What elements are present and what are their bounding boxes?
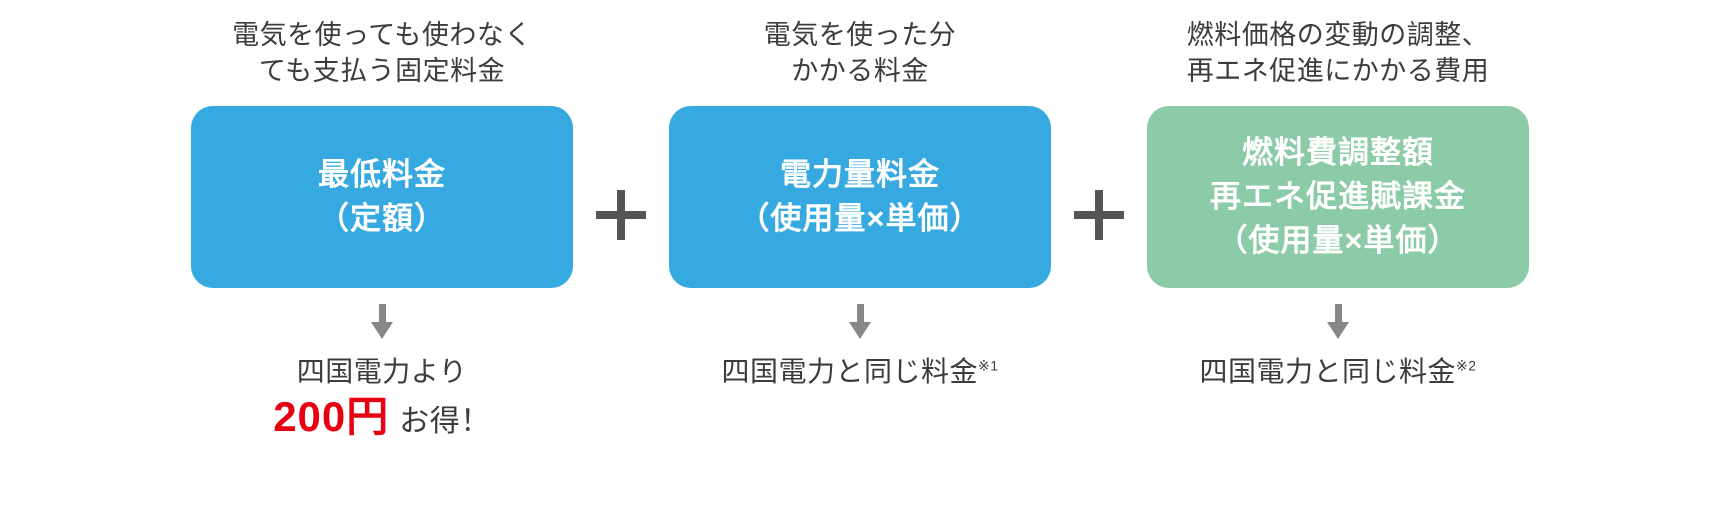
down-arrow-icon-2	[849, 304, 871, 340]
column-3-footnote-line: 四国電力と同じ料金	[1199, 356, 1456, 387]
column-2-footnote-line: 四国電力と同じ料金	[721, 356, 978, 387]
column-1-discount-line: 200円 お得！	[273, 394, 491, 441]
column-1-footnote-line: 四国電力より	[296, 356, 468, 387]
discount-suffix: お得！	[399, 405, 491, 439]
column-3-footnote: 四国電力と同じ料金※2	[1199, 354, 1476, 390]
price-component-column-1: 電気を使っても使わなく ても支払う固定料金 最低料金 （定額） 四国電力より 2…	[182, 18, 582, 441]
column-2-caption: 電気を使った分 かかる料金	[763, 20, 957, 86]
column-2-note-marker: ※1	[977, 357, 999, 374]
column-2-footnote: 四国電力と同じ料金※1	[721, 354, 998, 390]
plus-operator-icon-1	[582, 124, 660, 306]
down-arrow-icon-3	[1327, 304, 1349, 340]
column-3-note-marker: ※2	[1455, 357, 1477, 374]
column-3-box-fuel-adjustment: 燃料費調整額 再エネ促進賦課金 （使用量×単価）	[1147, 106, 1529, 288]
price-component-column-2: 電気を使った分 かかる料金 電力量料金 （使用量×単価） 四国電力と同じ料金※1	[660, 18, 1060, 390]
column-1-footnote: 四国電力より 200円 お得！	[273, 354, 491, 441]
down-arrow-icon-1	[371, 304, 393, 340]
discount-amount: 200円	[273, 393, 390, 441]
column-1-box-basic-charge: 最低料金 （定額）	[191, 106, 573, 288]
column-2-box-label: 電力量料金 （使用量×単価）	[738, 156, 982, 236]
plus-operator-icon-2	[1060, 124, 1138, 306]
column-1-caption: 電気を使っても使わなく ても支払う固定料金	[232, 20, 532, 86]
column-2-box-energy-charge: 電力量料金 （使用量×単価）	[669, 106, 1051, 288]
price-component-column-3: 燃料価格の変動の調整、 再エネ促進にかかる費用 燃料費調整額 再エネ促進賦課金 …	[1138, 18, 1538, 390]
column-3-caption: 燃料価格の変動の調整、 再エネ促進にかかる費用	[1186, 20, 1490, 86]
column-1-box-label: 最低料金 （定額）	[318, 156, 446, 236]
column-3-box-label: 燃料費調整額 再エネ促進賦課金 （使用量×単価）	[1210, 134, 1466, 258]
